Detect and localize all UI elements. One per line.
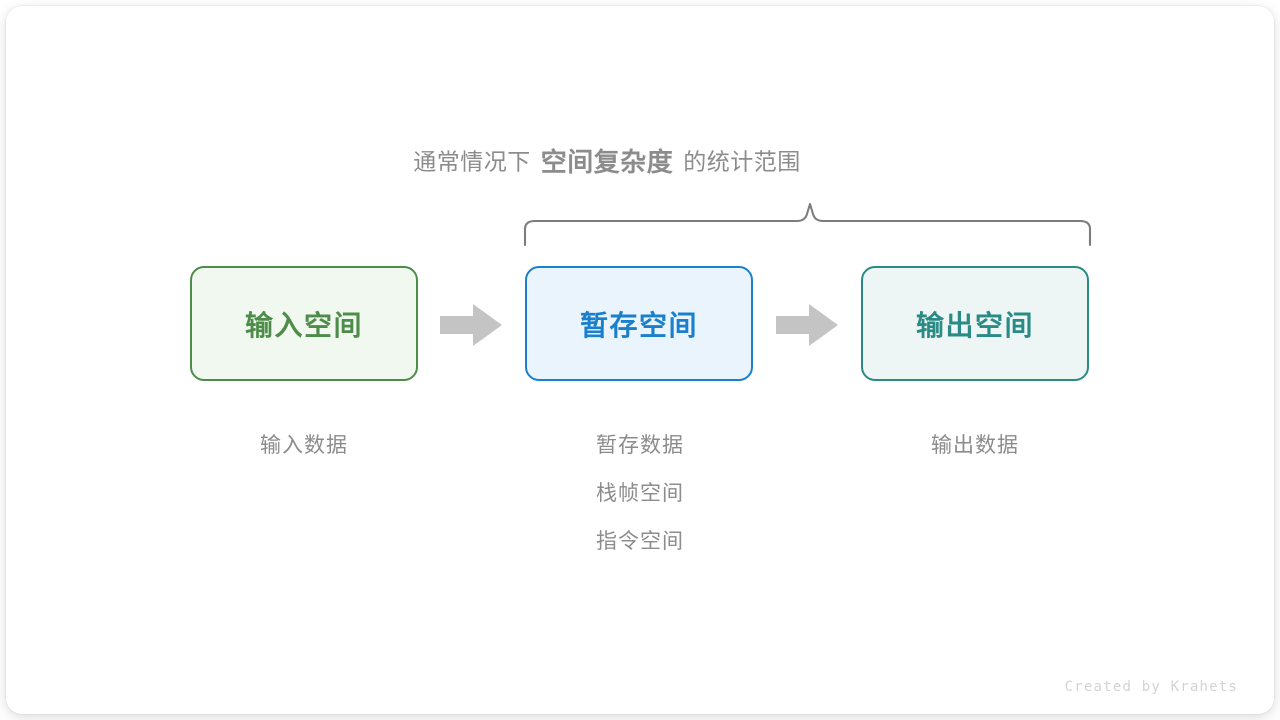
right-arrow-icon-1: [440, 303, 502, 347]
caption-output-line-1: 输出数据: [931, 434, 1019, 457]
right-arrow-icon-2: [776, 303, 838, 347]
brace-bracket: [515, 195, 1100, 251]
caption-output: 输出数据: [845, 422, 1105, 470]
caption-temp-line-3: 指令空间: [596, 530, 684, 553]
credit-text: Created by Krahets: [1064, 679, 1238, 695]
box-input-space-label: 输入空间: [244, 309, 363, 341]
caption-input: 输入数据: [174, 422, 434, 470]
caption-input-line-1: 输入数据: [260, 434, 348, 457]
box-output-space[interactable]: 输出空间: [861, 266, 1089, 381]
brace-icon: [523, 202, 1092, 247]
caption-temp-line-2: 栈帧空间: [596, 482, 684, 505]
box-input-space[interactable]: 输入空间: [190, 266, 418, 381]
caption-temp-line-1: 暂存数据: [596, 434, 684, 457]
box-temp-space-label: 暂存空间: [579, 309, 698, 341]
caption-temp: 暂存数据 栈帧空间 指令空间: [510, 422, 770, 566]
box-temp-space[interactable]: 暂存空间: [525, 266, 753, 381]
box-output-space-label: 输出空间: [915, 309, 1034, 341]
